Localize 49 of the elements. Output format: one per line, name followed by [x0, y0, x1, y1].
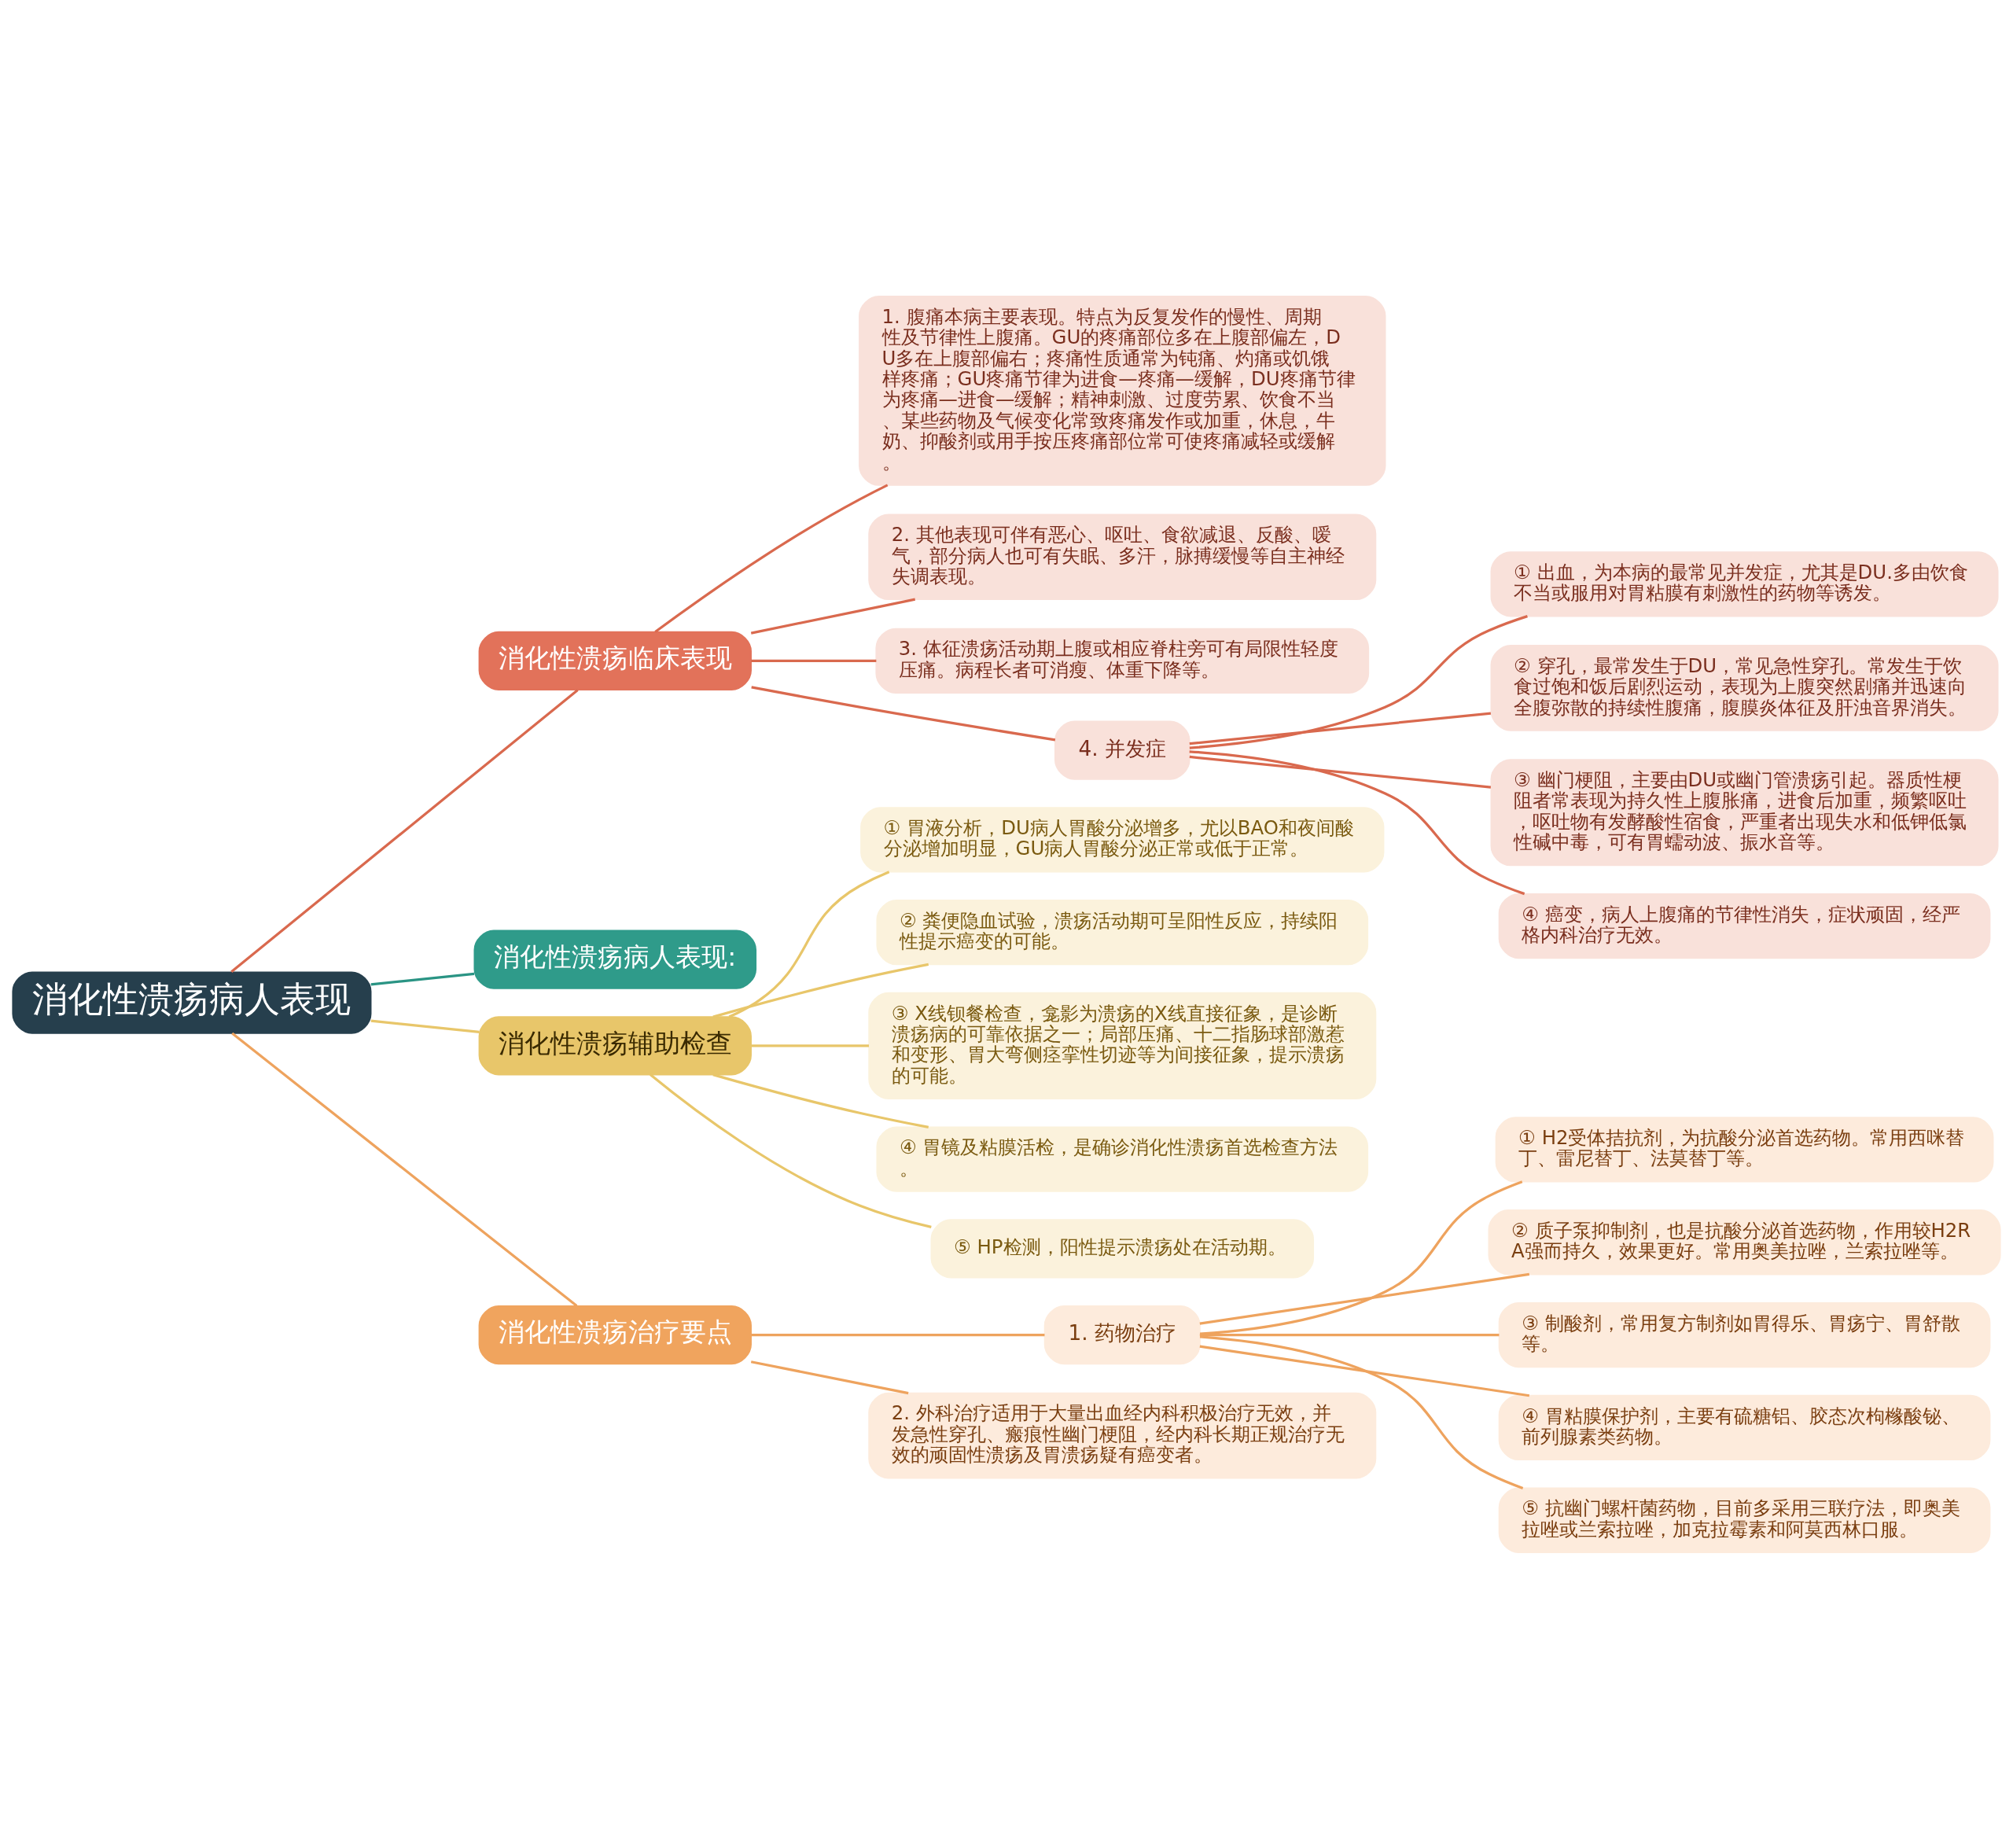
- connector: [750, 598, 916, 635]
- connector: [370, 1019, 480, 1033]
- node-box: 2. 外科治疗适用于大量出血经内科积极治疗无效，并发急性穿孔、瘢痕性幽门梗阻，经内科长期正规治疗无效的顽固性溃疡及胃溃疡疑有癌变者。: [868, 1392, 1377, 1478]
- node-box: 1. 腹痛本病主要表现。特点为反复发作的慢性、周期性及节律性上腹痛。GU的疼痛部位多在上腹部偏左，DU多在上腹部偏右；疼痛性质通常为钝痛、灼痛或饥饿样疼痛；GU疼痛节律为进食—疼痛—缓解，DU疼痛节律为疼痛—进食—缓解；精神刺激、过度劳累、饮食不当、某些药物及气候变化常致疼痛发作或加重，休息，牛奶、抑酸剂或用手按压疼痛部位常可使疼痛减轻或缓解。: [859, 295, 1386, 486]
- node-box: 消化性溃疡病人表现: [12, 970, 372, 1034]
- node-box: ③ X线钡餐检查，龛影为溃疡的X线直接征象，是诊断溃疡病的可靠依据之一；局部压痛、十二指肠球部激惹和变形、胃大弯侧痉挛性切迹等为间接征象，提示溃疡的可能。: [868, 992, 1377, 1099]
- connector: [1199, 1333, 1500, 1336]
- node-box: ③ 幽门梗阻，主要由DU或幽门管溃疡引起。器质性梗阻者常表现为持久性上腹胀痛，进食后加重，频繁呕吐，呕吐物有发酵酸性宿食，严重者出现失水和低钾低氯性碱中毒，可有胃蠕动波、振水音等。: [1490, 758, 1999, 866]
- connector: [231, 1032, 578, 1307]
- connector: [712, 963, 929, 1018]
- node-box: ① 出血，为本病的最常见并发症，尤其是DU.多由饮食不当或服用对胃粘膜有刺激性的药物等诱发。: [1490, 550, 1999, 617]
- node-box: ④ 胃镜及粘膜活检，是确诊消化性溃疡首选检查方法。: [876, 1126, 1369, 1192]
- connector: [1189, 614, 1528, 749]
- connector: [750, 1360, 909, 1394]
- node-box: ① H2受体拮抗剂，为抗酸分泌首选药物。常用西咪替丁、雷尼替丁、法莫替丁等。: [1495, 1116, 1994, 1183]
- node-box: 1. 药物治疗: [1043, 1305, 1201, 1364]
- node-box: 4. 并发症: [1054, 720, 1191, 780]
- node-box: ⑤ HP检测，阳性提示溃疡处在活动期。: [930, 1218, 1315, 1278]
- connector: [370, 972, 475, 985]
- connector: [1189, 712, 1492, 745]
- connector: [1189, 755, 1492, 789]
- connector: [654, 483, 889, 633]
- connector: [751, 685, 1056, 741]
- node-box: ③ 制酸剂，常用复方制剂如胃得乐、胃疡宁、胃舒散等。: [1498, 1301, 1991, 1368]
- node-box: ② 粪便隐血试验，溃疡活动期可呈阳性反应，持续阳性提示癌变的可能。: [876, 899, 1369, 965]
- node-box: ② 穿孔，最常发生于DU，常见急性穿孔。常发生于饮食过饱和饭后剧烈运动，表现为上腹突然剧痛并迅速向全腹弥散的持续性腹痛，腹膜炎体征及肝浊音界消失。: [1490, 644, 1999, 731]
- node-box: 3. 体征溃疡活动期上腹或相应脊柱旁可有局限性轻度压痛。病程长者可消瘦、体重下降等。: [875, 628, 1370, 694]
- node-box: 消化性溃疡辅助检查: [478, 1015, 752, 1075]
- node-box: 消化性溃疡病人表现:: [473, 930, 757, 989]
- connector: [751, 659, 877, 662]
- connector: [751, 1333, 1045, 1336]
- connector: [1189, 749, 1525, 895]
- connector: [1199, 1344, 1530, 1397]
- connector: [1199, 1334, 1524, 1489]
- node-box: 消化性溃疡临床表现: [478, 631, 752, 690]
- node-box: 消化性溃疡治疗要点: [478, 1305, 752, 1364]
- node-box: ① 胃液分析，DU病人胃酸分泌增多，尤以BAO和夜间酸分泌增加明显，GU病人胃酸分泌正常或低于正常。: [860, 806, 1385, 872]
- connector: [728, 870, 890, 1018]
- node-box: ⑤ 抗幽门螺杆菌药物，目前多采用三联疗法，即奥美拉唑或兰索拉唑，加克拉霉素和阿莫西林口服。: [1498, 1487, 1991, 1553]
- connector: [712, 1073, 929, 1128]
- node-box: 2. 其他表现可伴有恶心、呕吐、食欲减退、反酸、嗳气，部分病人也可有失眠、多汗，脉搏缓慢等自主神经失调表现。: [868, 513, 1377, 600]
- node-box: ② 质子泵抑制剂，也是抗酸分泌首选药物，作用较H2RA强而持久，效果更好。常用奥美拉唑，兰索拉唑等。: [1488, 1209, 2001, 1275]
- connector: [1199, 1272, 1530, 1325]
- connector: [1199, 1180, 1523, 1335]
- node-box: ④ 胃粘膜保护剂，主要有硫糖铝、胶态次枸橼酸铋、前列腺素类药物。: [1498, 1394, 1991, 1460]
- node-box: ④ 癌变，病人上腹痛的节律性消失，症状顽固，经严格内科治疗无效。: [1498, 893, 1991, 959]
- connector: [230, 688, 579, 973]
- connector: [650, 1073, 932, 1228]
- connector: [751, 1044, 870, 1047]
